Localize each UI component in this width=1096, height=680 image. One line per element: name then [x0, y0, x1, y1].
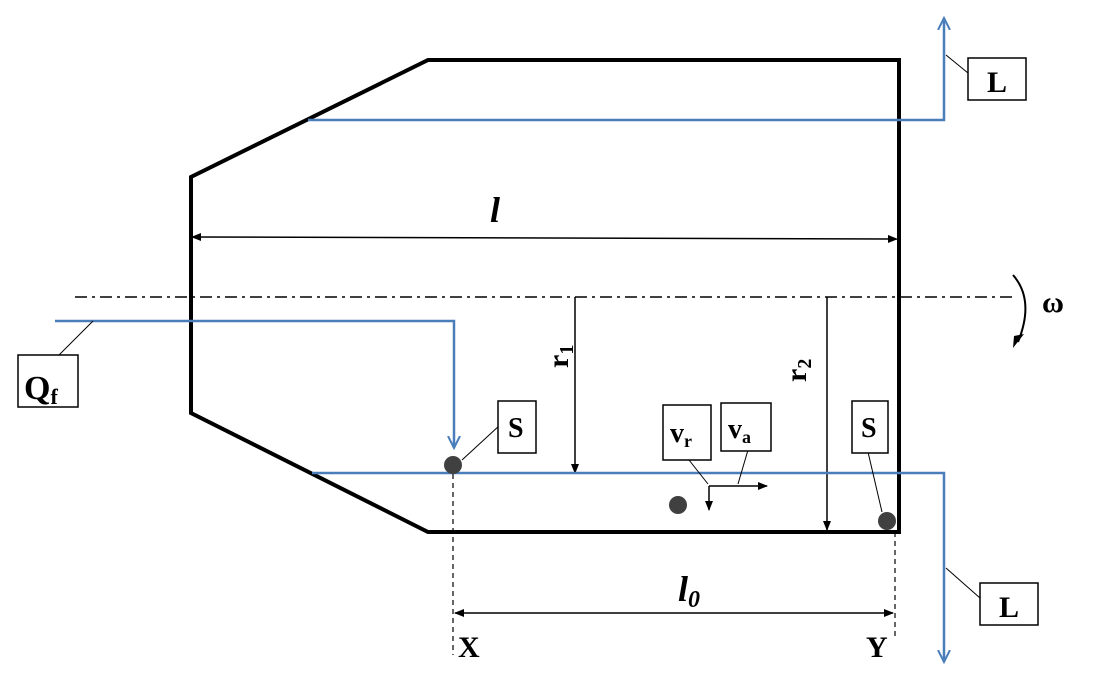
r1-sub: 1	[556, 345, 578, 355]
solid-particle-left	[444, 456, 462, 474]
vr-main: v	[670, 418, 684, 449]
leader-vr	[688, 459, 709, 485]
Qf-box	[17, 354, 79, 408]
L-top-label: L	[987, 66, 1007, 99]
bowl-outline	[189, 58, 898, 534]
point-Y-label: Y	[866, 631, 888, 664]
leader-S-right	[867, 451, 883, 513]
leader-va	[737, 449, 749, 485]
point-X-label: X	[458, 631, 480, 664]
leader-L-top	[945, 54, 969, 74]
r1-label: r1	[542, 345, 578, 368]
va-sub: a	[742, 427, 751, 447]
light-phase-outlet-top	[308, 18, 944, 122]
Qf-main: Q	[24, 370, 50, 407]
S-right-box	[851, 400, 889, 454]
leader-Qf	[57, 320, 94, 357]
rotation-arrow-head	[1013, 334, 1024, 348]
light-phase-outlet-bottom	[312, 471, 944, 662]
l0-main: l	[678, 569, 688, 609]
S-left-label: S	[508, 413, 524, 444]
omega-label: ω	[1042, 286, 1064, 319]
S-right-label: S	[861, 413, 877, 444]
Qf-label: Qf	[24, 370, 58, 409]
feed-inlet	[55, 319, 454, 448]
L-bottom-box	[979, 582, 1039, 626]
vr-sub: r	[684, 431, 692, 451]
vr-box	[662, 404, 712, 461]
length-l-dimension	[191, 233, 898, 243]
r2-label: r2	[780, 359, 816, 382]
leader-S-left	[461, 424, 501, 461]
solid-particle-right	[878, 512, 896, 530]
leader-L-bottom	[945, 567, 981, 599]
rotation-arrow	[1012, 274, 1027, 343]
va-label: va	[728, 414, 751, 447]
length-l0-label: l0	[678, 569, 700, 613]
length-l-label: l	[490, 190, 500, 230]
r2-sub: 2	[794, 359, 816, 369]
Qf-sub: f	[50, 384, 58, 409]
vr-label: vr	[670, 418, 692, 451]
L-top-box	[967, 57, 1027, 101]
va-box	[720, 402, 772, 452]
l0-sub: 0	[688, 587, 700, 613]
r2-main: r	[780, 369, 813, 382]
r1-main: r	[542, 355, 575, 368]
L-bottom-label: L	[999, 591, 1019, 624]
va-main: v	[728, 414, 742, 445]
S-left-box	[497, 400, 537, 454]
solid-particle-middle	[669, 496, 687, 514]
